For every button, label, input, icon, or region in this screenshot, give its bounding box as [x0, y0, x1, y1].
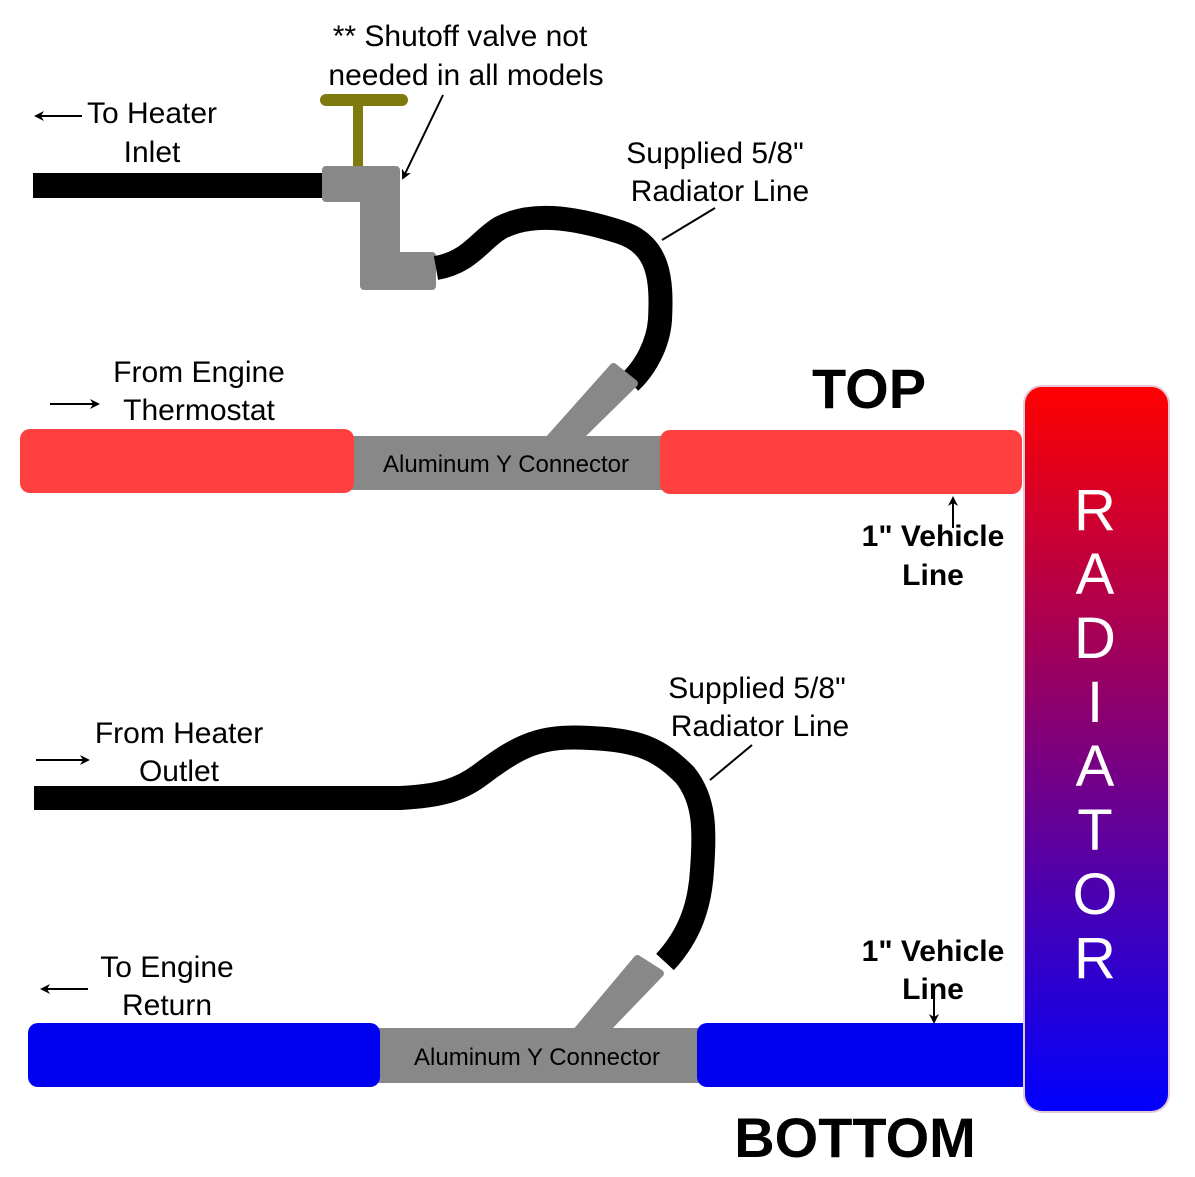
supplied-line-pointer-bottom	[709, 744, 753, 781]
vehicle-line-hose-top	[660, 430, 1022, 494]
radiator-letter: I	[1087, 670, 1103, 735]
engine-thermostat-label-line1: From Engine	[113, 356, 285, 389]
engine-thermostat-label-line2: Thermostat	[123, 394, 275, 427]
heater-inlet-label-line2: Inlet	[124, 136, 181, 169]
supplied-line-top-label-line1: Supplied 5/8"	[626, 137, 803, 170]
radiator-letter: O	[1072, 862, 1117, 927]
radiator-letter: D	[1074, 606, 1116, 671]
supplied-line-bottom-label-line2: Radiator Line	[671, 710, 849, 743]
engine-thermostat-hose	[20, 429, 354, 493]
y-connector-body-top	[345, 436, 670, 490]
y-connector-branch-bottom	[572, 955, 664, 1031]
radiator-letter: A	[1076, 542, 1115, 607]
supplied-line-pointer-top	[661, 207, 716, 241]
heater-inlet-hose	[33, 173, 333, 198]
supplied-line-bottom-label-line1: Supplied 5/8"	[668, 672, 845, 705]
top-heading: TOP	[812, 357, 926, 420]
vehicle-line-bottom-label-line2: Line	[902, 973, 964, 1006]
y-connector-bottom-label: Aluminum Y Connector	[414, 1044, 660, 1071]
radiator	[1023, 385, 1170, 1113]
engine-return-label-line1: To Engine	[100, 951, 233, 984]
engine-return-hose	[28, 1023, 380, 1087]
heater-outlet-label-line2: Outlet	[139, 755, 220, 788]
heater-outlet-label-line1: From Heater	[95, 717, 263, 750]
shutoff-valve-handle	[320, 94, 408, 168]
radiator-letter: R	[1074, 478, 1116, 543]
y-connector-branch-top	[545, 363, 638, 438]
radiator-letter: T	[1077, 798, 1112, 863]
heater-inlet-label-line1: To Heater	[87, 97, 217, 130]
radiator-letter: R	[1074, 926, 1116, 991]
supplied-radiator-line-top	[433, 205, 673, 391]
shutoff-note-line1: ** Shutoff valve not	[333, 20, 588, 53]
engine-return-label-line2: Return	[122, 989, 212, 1022]
vehicle-line-hose-bottom	[697, 1023, 1037, 1087]
y-connector-body-bottom	[370, 1028, 705, 1083]
supplied-radiator-line-bottom	[34, 725, 716, 971]
vehicle-line-bottom-label-line1: 1" Vehicle	[862, 935, 1005, 968]
bottom-heading: BOTTOM	[734, 1106, 976, 1169]
shutoff-valve-body	[322, 166, 436, 290]
vehicle-line-top-label-line2: Line	[902, 559, 964, 592]
y-connector-top-label: Aluminum Y Connector	[383, 451, 629, 478]
shutoff-pointer-arrow-icon	[401, 94, 444, 180]
radiator-letter: A	[1076, 734, 1115, 799]
shutoff-note-line2: needed in all models	[328, 59, 603, 92]
vehicle-line-top-label-line1: 1" Vehicle	[862, 520, 1005, 553]
supplied-line-top-label-line2: Radiator Line	[631, 175, 809, 208]
